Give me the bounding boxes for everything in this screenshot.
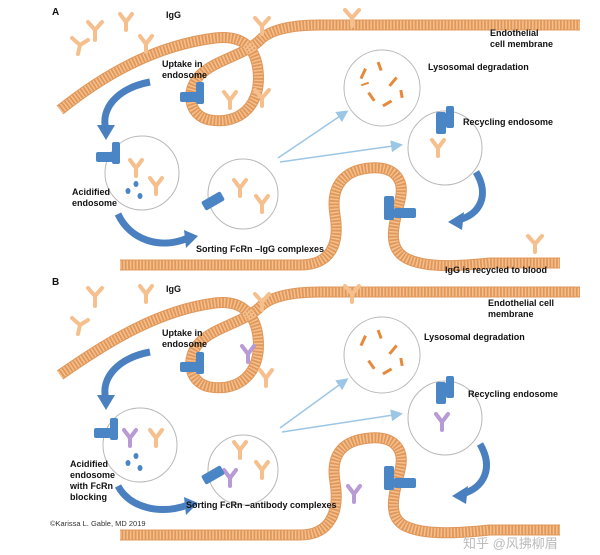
acid-droplets [125,453,143,471]
degraded-igg-fragments [359,61,404,108]
arrow-to-lysosome [277,110,349,159]
arrow-to-recycling [281,409,403,433]
membrane-label-line2: membrane [488,309,534,319]
recycling-endosome [407,110,483,186]
lysosomal-label: Lysosomal degradation [424,332,525,342]
endothelial-membrane-bottom [120,162,560,272]
fcrn-receptors [94,352,454,490]
uptake-label-line2: endosome [162,70,207,80]
igg-antibodies [70,8,544,254]
sorting-label: Sorting FcRn –antibody complexes [186,500,337,510]
lysosomal-label: Lysosomal degradation [428,62,529,72]
lysosome [343,49,421,127]
panel-a: A IgG Endothelial cell membrane Uptake i… [52,7,580,275]
acid-droplets [125,181,143,199]
panel-b: B IgG Endothelial cell membrane Uptake i… [52,277,580,541]
acidified-endosome [102,407,178,483]
fcrn-receptors [96,82,454,220]
membrane-label-line2: cell membrane [490,39,553,49]
blocking-antibodies [122,344,450,504]
acidified-endosome [104,135,180,211]
panel-letter: A [52,7,59,18]
recycled-label: IgG is recycled to blood [445,265,547,275]
acidified-label-line1: Acidified [70,459,108,469]
watermark: 知乎 @风拂柳眉 [463,536,558,551]
uptake-label-line2: endosome [162,339,207,349]
endothelial-membrane-bottom [120,432,560,541]
recycling-label: Recycling endosome [468,389,558,399]
degraded-igg-fragments [359,329,404,376]
arrow-to-lysosome [279,378,349,429]
acidified-label-line4: blocking [70,492,107,502]
igg-antibodies [70,284,361,480]
curved-flow-arrows [97,78,486,248]
igg-label: IgG [166,284,181,294]
sorting-label: Sorting FcRn –IgG complexes [196,244,324,254]
panel-letter: B [52,277,59,288]
recycling-label: Recycling endosome [463,117,553,127]
lysosome [343,316,421,394]
sorting-endosome [207,434,279,506]
curved-flow-arrows [97,348,490,515]
endothelial-membrane-top [56,19,580,127]
copyright-credit: ©Karissa L. Gable, MD 2019 [50,519,146,528]
acidified-label-line1: Acidified [72,187,110,197]
uptake-label-line1: Uptake in [162,59,203,69]
arrow-to-recycling [279,140,403,163]
uptake-label-line1: Uptake in [162,328,203,338]
acidified-label-line2: endosome [70,470,115,480]
endothelial-membrane-top [56,286,580,394]
membrane-label-line1: Endothelial cell [488,298,554,308]
acidified-label-line3: with FcRn [69,481,113,491]
acidified-label-line2: endosome [72,198,117,208]
membrane-label-line1: Endothelial [490,28,539,38]
igg-label: IgG [166,10,181,20]
